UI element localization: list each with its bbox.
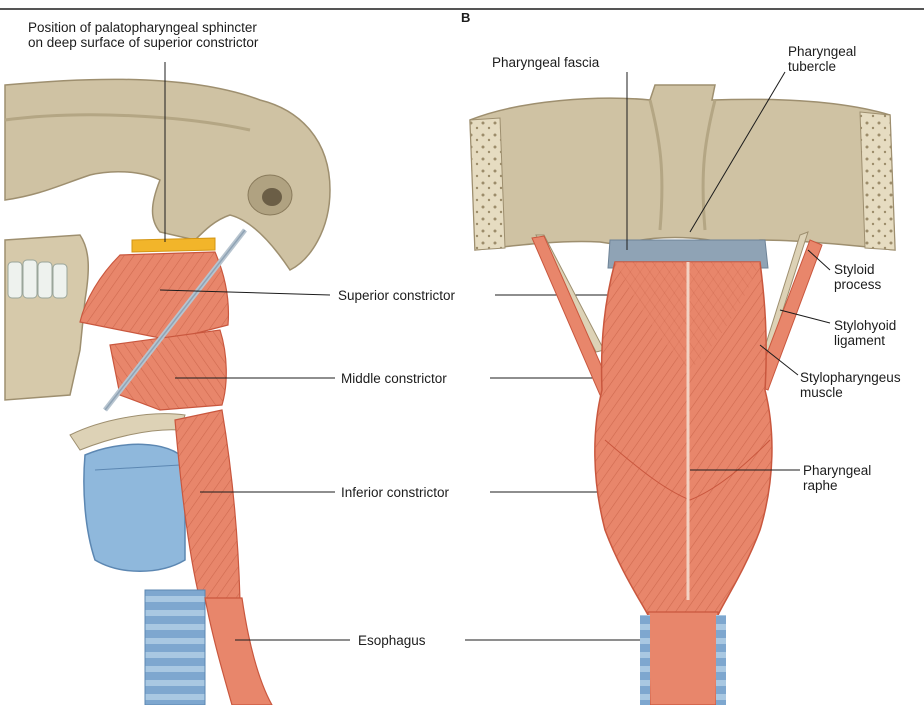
label-styloid-process-line-1: Styloid xyxy=(834,262,881,277)
trachea xyxy=(145,590,205,705)
inferior-constrictor-muscle xyxy=(175,410,240,600)
label-superior-constrictor: Superior constrictor xyxy=(335,288,458,303)
label-inferior-constrictor: Inferior constrictor xyxy=(338,485,452,500)
superior-constrictor-muscle xyxy=(80,252,228,340)
sphincter-note-line-1: Position of palatopharyngeal sphincter xyxy=(28,20,258,35)
label-stylohyoid-ligament-line-2: ligament xyxy=(834,333,896,348)
esophagus-posterior xyxy=(648,612,718,705)
label-pharyngeal-raphe-line-2: raphe xyxy=(803,478,871,493)
label-stylopharyngeus-line-2: muscle xyxy=(800,385,901,400)
trachea-behind xyxy=(640,615,650,705)
label-stylohyoid-ligament: Stylohyoid ligament xyxy=(834,318,896,348)
palatopharyngeal-sphincter xyxy=(132,238,215,252)
label-pharyngeal-raphe: Pharyngeal raphe xyxy=(803,463,871,493)
lateral-view xyxy=(5,62,350,705)
label-styloid-process: Styloid process xyxy=(834,262,881,292)
label-pharyngeal-tubercle-line-2: tubercle xyxy=(788,59,856,74)
label-middle-constrictor: Middle constrictor xyxy=(338,371,450,386)
esophagus-lateral xyxy=(205,598,272,705)
label-styloid-process-line-2: process xyxy=(834,277,881,292)
sphincter-note: Position of palatopharyngeal sphincter o… xyxy=(28,20,258,50)
label-pharyngeal-raphe-line-1: Pharyngeal xyxy=(803,463,871,478)
stylopharyngeus-left xyxy=(532,236,612,395)
label-pharyngeal-fascia: Pharyngeal fascia xyxy=(492,55,599,70)
label-pharyngeal-tubercle-line-1: Pharyngeal xyxy=(788,44,856,59)
occipital-base xyxy=(470,85,895,250)
middle-constrictor-muscle xyxy=(110,330,226,410)
label-esophagus: Esophagus xyxy=(355,633,429,648)
jaw xyxy=(5,235,88,400)
panel-letter: B xyxy=(461,10,470,25)
label-pharyngeal-tubercle: Pharyngeal tubercle xyxy=(788,44,856,74)
teeth xyxy=(8,260,67,298)
label-stylopharyngeus-line-1: Stylopharyngeus xyxy=(800,370,901,385)
thyroid-cartilage xyxy=(84,444,185,571)
label-stylohyoid-ligament-line-1: Stylohyoid xyxy=(834,318,896,333)
sphincter-note-line-2: on deep surface of superior constrictor xyxy=(28,35,258,50)
label-stylopharyngeus-muscle: Stylopharyngeus muscle xyxy=(800,370,901,400)
